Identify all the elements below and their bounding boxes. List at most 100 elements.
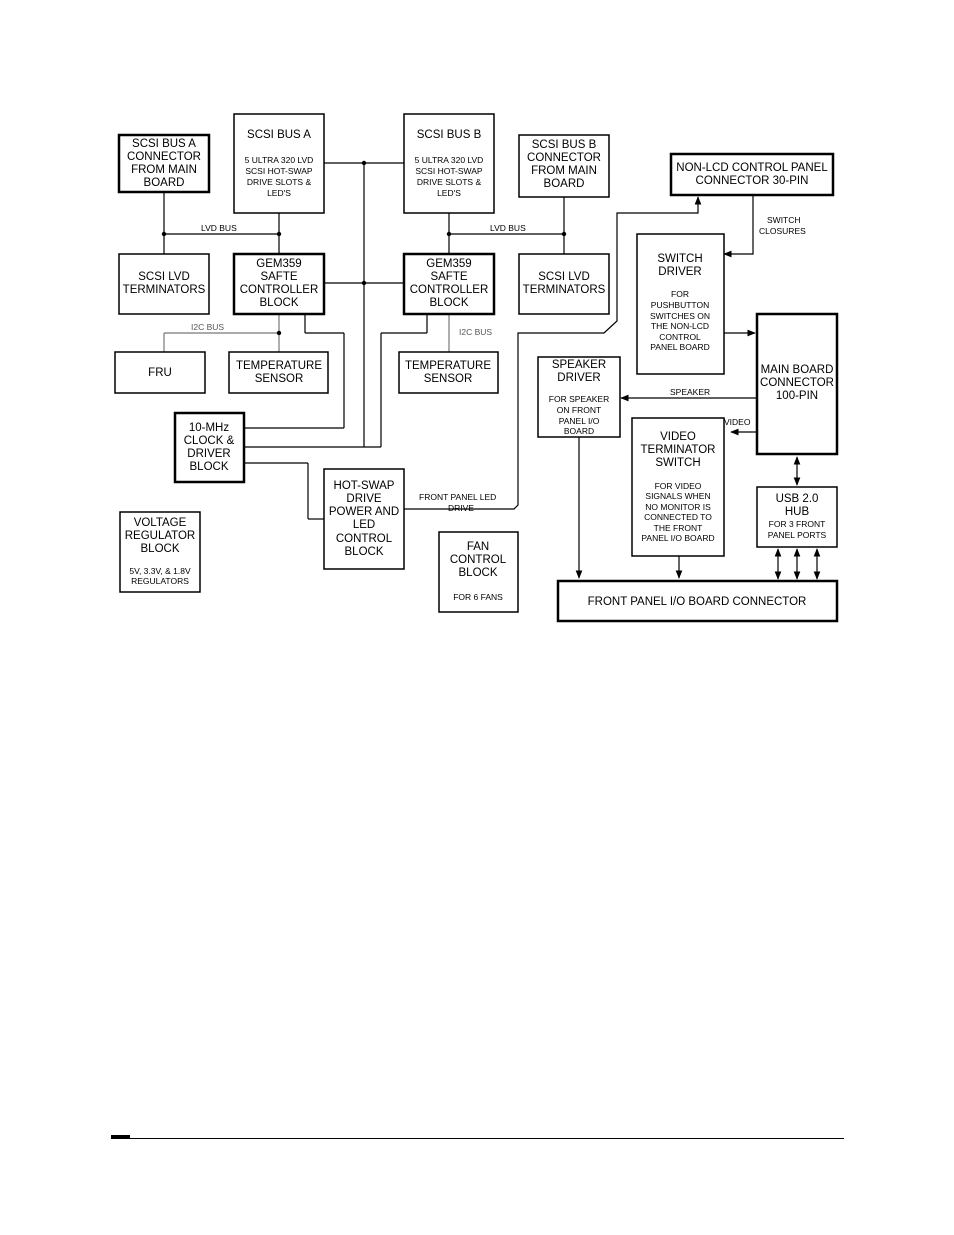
block-sublabel: REGULATORS — [131, 576, 189, 586]
block-label: SWITCH — [657, 253, 702, 265]
front-panel-led-drive-label-2: DRIVE — [448, 503, 474, 513]
block-scsi-bus-a-connector: SCSI BUS A CONNECTOR FROM MAIN BOARD — [117, 133, 211, 194]
block-label: SCSI LVD — [138, 271, 190, 283]
block-label: CONNECTOR — [527, 152, 601, 164]
block-label: SENSOR — [424, 373, 473, 385]
block-label: BLOCK — [430, 297, 469, 309]
block-sublabel: THE FRONT — [654, 523, 703, 533]
block-voltage-regulator: VOLTAGE REGULATOR BLOCK 5V, 3.3V, & 1.8V… — [119, 511, 201, 593]
block-label: SCSI BUS B — [417, 129, 482, 141]
junction-dot — [361, 160, 367, 166]
block-label: VIDEO — [660, 431, 696, 443]
footer-rule — [111, 1138, 844, 1139]
switch-closures-line — [723, 196, 754, 258]
block-label: GEM359 — [256, 258, 301, 270]
lvd-bus-b-label: LVD BUS — [490, 223, 526, 233]
block-sublabel: SWITCHES ON — [650, 311, 710, 321]
block-label: TERMINATORS — [523, 284, 606, 296]
block-label: GEM359 — [426, 258, 471, 270]
lvd-bus-a-label: LVD BUS — [201, 223, 237, 233]
block-sublabel: BOARD — [564, 426, 594, 436]
i2c-bus-b-label: I2C BUS — [459, 327, 492, 337]
block-scsi-lvd-terminators-b: SCSI LVD TERMINATORS — [518, 253, 610, 315]
block-label: DRIVER — [187, 448, 230, 460]
block-sublabel: CONTROL — [659, 332, 701, 342]
block-switch-driver: SWITCH DRIVER FOR PUSHBUTTON SWITCHES ON… — [636, 233, 725, 375]
junction-dot — [276, 330, 282, 336]
wire-labels: LVD BUS LVD BUS I2C BUS I2C BUS SWITCH C… — [191, 215, 806, 513]
block-label: LED — [353, 519, 375, 531]
block-sublabel: PANEL BOARD — [650, 342, 710, 352]
block-label: BLOCK — [345, 546, 384, 558]
block-label: DRIVER — [557, 372, 600, 384]
block-sublabel: CONNECTED TO — [644, 512, 712, 522]
block-label: NON-LCD CONTROL PANEL — [676, 162, 828, 174]
block-label: MAIN BOARD — [761, 364, 834, 376]
speaker-label: SPEAKER — [670, 387, 710, 397]
block-sublabel: SIGNALS WHEN — [645, 491, 710, 501]
junction-dot — [446, 231, 452, 237]
junction-dot — [561, 231, 567, 237]
block-sublabel: FOR 6 FANS — [453, 592, 503, 602]
block-label: CONNECTOR 30-PIN — [696, 175, 809, 187]
block-scsi-bus-a: SCSI BUS A 5 ULTRA 320 LVD SCSI HOT-SWAP… — [233, 113, 325, 214]
switch-closures-label-1: SWITCH — [767, 215, 801, 225]
block-sublabel: 5 ULTRA 320 LVD — [245, 155, 314, 165]
block-label: DRIVE — [346, 493, 381, 505]
block-label: FRU — [148, 367, 172, 379]
block-temperature-sensor-a: TEMPERATURE SENSOR — [228, 351, 329, 394]
block-label: BLOCK — [459, 567, 498, 579]
block-label: SWITCH — [655, 457, 700, 469]
junction-dot — [361, 280, 367, 286]
block-sublabel: FOR — [671, 289, 689, 299]
block-label: DRIVER — [658, 266, 701, 278]
block-label: SCSI BUS A — [247, 129, 311, 141]
block-scsi-bus-b: SCSI BUS B 5 ULTRA 320 LVD SCSI HOT-SWAP… — [403, 113, 495, 214]
block-label: BOARD — [544, 178, 585, 190]
block-sublabel: PUSHBUTTON — [651, 300, 709, 310]
block-sublabel: LED'S — [437, 188, 461, 198]
i2c-bus-a-label: I2C BUS — [191, 322, 224, 332]
block-label: TEMPERATURE — [405, 360, 491, 372]
block-label: BLOCK — [260, 297, 299, 309]
block-sublabel: FOR 3 FRONT — [769, 519, 826, 529]
block-label: HUB — [785, 506, 810, 518]
block-label: FAN — [467, 541, 489, 553]
block-fru: FRU — [114, 351, 206, 394]
block-label: BOARD — [144, 177, 185, 189]
block-speaker-driver: SPEAKER DRIVER FOR SPEAKER ON FRONT PANE… — [537, 356, 621, 438]
block-label: CONTROLLER — [240, 284, 319, 296]
footer-tab-mark — [111, 1135, 130, 1138]
block-usb-hub: USB 2.0 HUB FOR 3 FRONT PANEL PORTS — [756, 486, 838, 548]
block-label: SCSI BUS A — [132, 138, 196, 150]
video-label: VIDEO — [724, 417, 751, 427]
block-sublabel: PANEL I/O BOARD — [641, 533, 714, 543]
block-temperature-sensor-b: TEMPERATURE SENSOR — [398, 351, 499, 394]
block-label: SAFTE — [430, 271, 467, 283]
block-label: 100-PIN — [776, 390, 818, 402]
block-label: 10-MHz — [189, 422, 230, 434]
block-sublabel: DRIVE SLOTS & — [417, 177, 482, 187]
front-panel-led-drive-line — [404, 196, 702, 510]
block-label: POWER AND — [329, 506, 399, 518]
block-sublabel: ON FRONT — [557, 405, 601, 415]
block-label: CLOCK & — [184, 435, 235, 447]
switch-closures-label-2: CLOSURES — [759, 226, 806, 236]
block-label: CONNECTOR — [760, 377, 834, 389]
block-label: TERMINATOR — [641, 444, 716, 456]
block-label: CONNECTOR — [127, 151, 201, 163]
block-label: FROM MAIN — [531, 165, 597, 177]
block-label: BLOCK — [190, 461, 229, 473]
block-label: SENSOR — [255, 373, 304, 385]
connection-lines — [161, 160, 821, 580]
block-label: REGULATOR — [125, 530, 196, 542]
block-label: FROM MAIN — [131, 164, 197, 176]
block-video-terminator-switch: VIDEO TERMINATOR SWITCH FOR VIDEO SIGNAL… — [631, 417, 725, 557]
block-label: TEMPERATURE — [236, 360, 322, 372]
block-label: SPEAKER — [552, 359, 606, 371]
block-sublabel: FOR SPEAKER — [549, 394, 609, 404]
junction-dot — [161, 231, 167, 237]
block-label: SAFTE — [260, 271, 297, 283]
front-panel-led-drive-label-1: FRONT PANEL LED — [419, 492, 496, 502]
